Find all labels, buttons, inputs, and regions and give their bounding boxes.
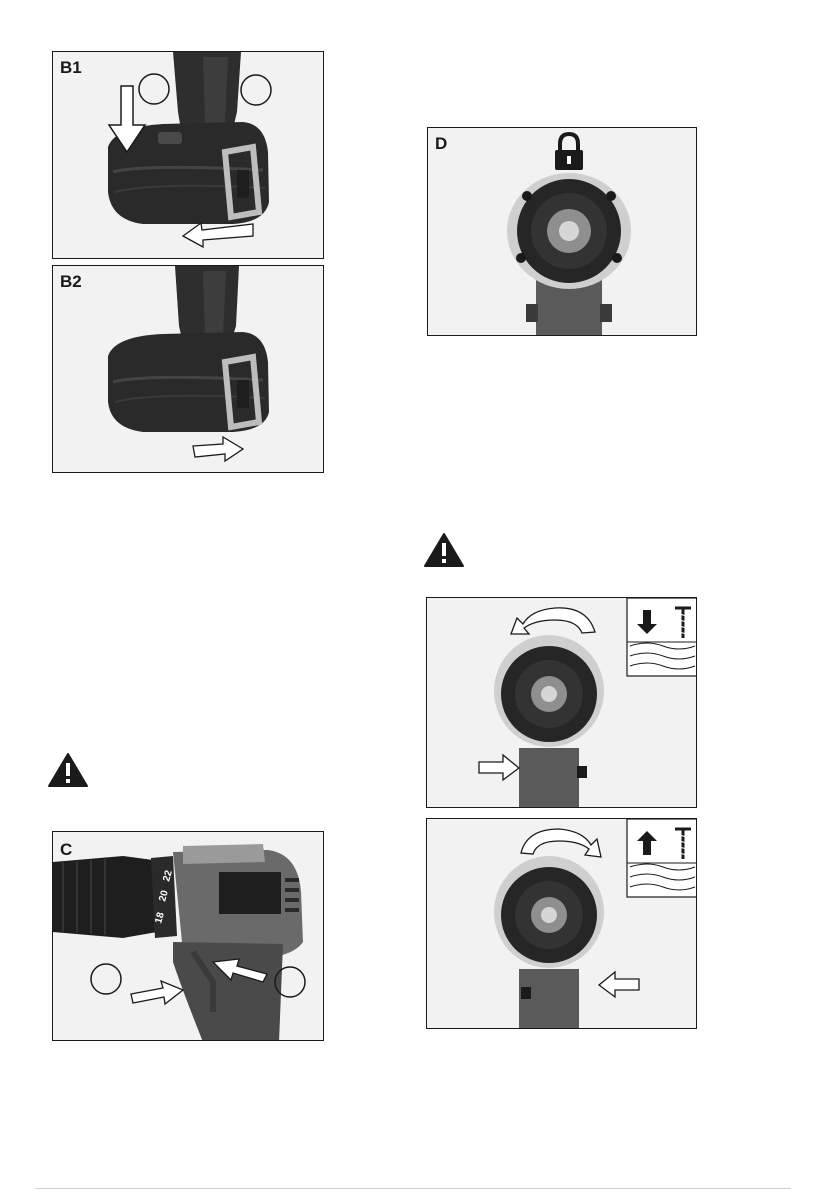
screw-drive-in-icon [627, 598, 697, 676]
c-step-circle-1 [91, 964, 121, 994]
figure-c-label: C [60, 840, 72, 860]
forward-rotation-illustration [427, 598, 697, 808]
reverse-rotation-illustration [427, 819, 697, 1029]
b1-step-circle-1 [139, 74, 169, 104]
b1-step-circle-2 [241, 75, 271, 105]
figure-d: D [427, 127, 697, 336]
b1-battery-removal-illustration [53, 52, 324, 259]
figure-rotation-forward [426, 597, 697, 808]
figure-c: C 18 20 22 [52, 831, 324, 1041]
warning-triangle-icon [47, 752, 89, 788]
figure-b2-label: B2 [60, 272, 82, 292]
figure-rotation-reverse [426, 818, 697, 1029]
c-direction-switch-illustration: 18 20 22 [53, 832, 324, 1041]
figure-b1-label: B1 [60, 58, 82, 78]
padlock-icon [555, 134, 583, 170]
figure-d-label: D [435, 134, 447, 154]
figure-b2: B2 [52, 265, 324, 473]
d-spindle-lock-illustration [428, 128, 697, 336]
warning-triangle-icon [423, 532, 465, 568]
b2-battery-insert-illustration [53, 266, 324, 473]
screw-drive-out-icon [627, 819, 697, 897]
page-bottom-rule [35, 1188, 791, 1189]
figure-b1: B1 [52, 51, 324, 259]
